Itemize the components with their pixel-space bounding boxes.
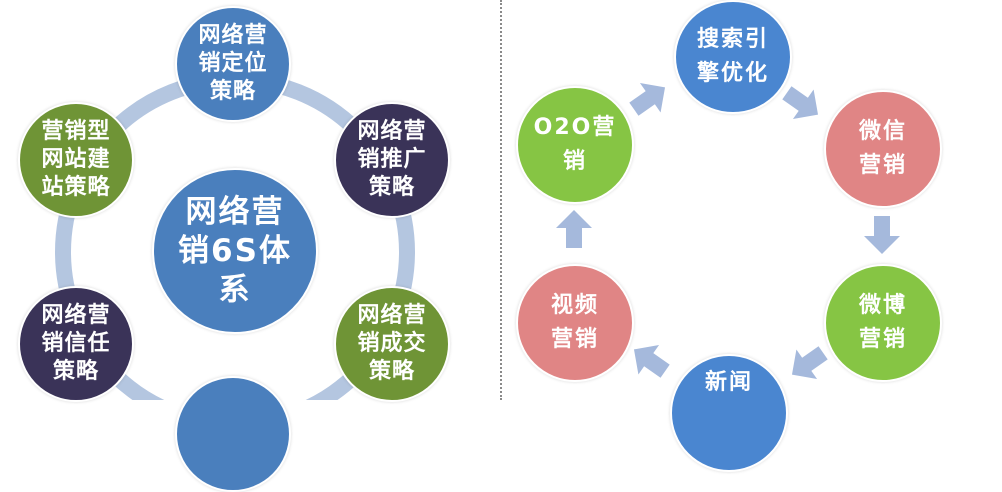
arrow-icon [782, 86, 819, 120]
node-video-marketing: 视频 营销 [516, 264, 634, 382]
node-wechat-marketing: 微信 营销 [824, 90, 942, 208]
node-o2o-marketing: O2O营 销 [516, 86, 634, 204]
node-conversion-strategy: 网络营 销成交 策略 [334, 286, 450, 402]
node-bottom [175, 376, 291, 492]
arrow-icon [629, 82, 666, 116]
arrow-icon [633, 344, 670, 378]
arrow-icon [791, 346, 828, 380]
dotted-divider [500, 0, 502, 400]
node-website-strategy: 营销型 网站建 站策略 [18, 102, 134, 218]
arrow-icon [556, 210, 592, 248]
arrow-icon [864, 216, 900, 254]
node-seo: 搜索引 擎优化 [674, 0, 792, 114]
node-trust-strategy: 网络营 销信任 策略 [18, 286, 134, 402]
cycle-arrows [556, 82, 900, 380]
center-node: 网络营 销6S体 系 [152, 168, 318, 334]
node-promotion-strategy: 网络营 销推广 策略 [334, 102, 450, 218]
marketing-6s-system-diagram: 网络营 销6S体 系 网络营 销定位 策略 网络营 销推广 策略 网络营 销成交… [0, 0, 500, 492]
node-weibo-marketing: 微博 营销 [824, 264, 942, 382]
node-news-marketing: 新闻 [670, 354, 788, 472]
node-positioning-strategy: 网络营 销定位 策略 [175, 6, 291, 122]
marketing-channels-cycle-diagram: 搜索引 擎优化 微信 营销 微博 营销 新闻 视频 营销 O2O营 销 [502, 0, 1002, 472]
